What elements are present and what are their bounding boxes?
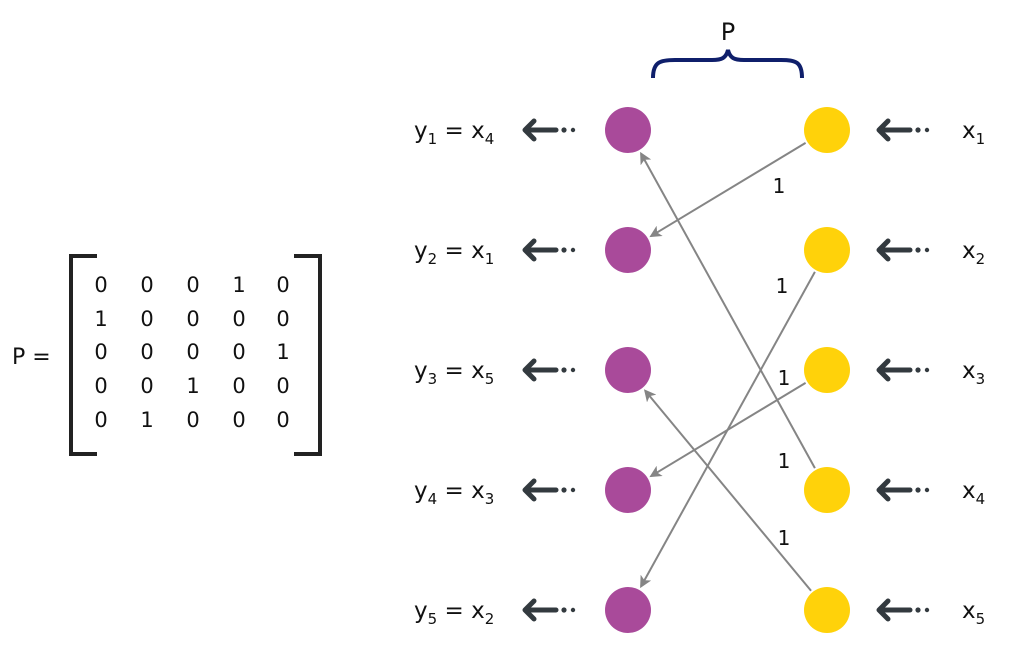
input-node: [804, 587, 850, 633]
matrix-cell: 0: [186, 273, 199, 297]
permutation-matrix: P = 0 0 0 1 0 1 0 0 0 0 0 0 0 0 1 0 0 1 0 0 0 1 0 0 0: [12, 254, 322, 456]
right-bracket: [294, 254, 322, 456]
arrow-left-icon: [876, 598, 930, 622]
left-bracket: [69, 254, 97, 456]
matrix-cell: 0: [232, 307, 245, 331]
matrix-cell: 1: [94, 307, 107, 331]
matrix-cell: 0: [276, 374, 289, 398]
output-label: y1 = x4: [414, 118, 494, 148]
label-layer: y1 = x4 x1 y2 = x1 x2 y3 = x5 x3 y4 = x3 x4 y5 =…: [414, 118, 985, 628]
edge-arrow: [649, 142, 807, 238]
arrow-left-icon: [876, 238, 930, 262]
matrix-cell: 0: [140, 307, 153, 331]
matrix-cell: 0: [232, 408, 245, 432]
input-node: [804, 347, 850, 393]
matrix-cell: 0: [276, 273, 289, 297]
brace-label: P: [721, 18, 735, 46]
edge-weight: 1: [773, 174, 786, 198]
input-label: x3: [962, 358, 985, 388]
arrow-left-icon: [876, 118, 930, 142]
matrix-cell: 0: [186, 340, 199, 364]
arrow-left-icon: [876, 478, 930, 502]
edge-weight: 1: [778, 366, 791, 390]
output-label: y3 = x5: [414, 358, 494, 388]
input-label: x5: [962, 598, 985, 628]
curly-brace: [651, 49, 804, 79]
output-node: [605, 347, 651, 393]
output-label: y4 = x3: [414, 478, 494, 508]
input-label: x2: [962, 238, 985, 268]
input-label: x4: [962, 478, 985, 508]
arrow-left-icon: [876, 358, 930, 382]
matrix-cell: 0: [140, 374, 153, 398]
matrix-cell: 0: [94, 273, 107, 297]
matrix-cell: 0: [186, 408, 199, 432]
matrix-cell: 0: [94, 374, 107, 398]
input-label: x1: [962, 118, 985, 148]
brace-group: P: [651, 18, 804, 79]
matrix-cell: 1: [186, 374, 199, 398]
input-node: [804, 467, 850, 513]
input-node: [804, 227, 850, 273]
output-label: y5 = x2: [414, 598, 494, 628]
output-node: [605, 587, 651, 633]
arrow-left-icon: [522, 238, 576, 262]
output-node: [605, 467, 651, 513]
matrix-cell: 0: [276, 307, 289, 331]
matrix-cell: 1: [276, 340, 289, 364]
matrix-cell: 0: [232, 340, 245, 364]
arrow-left-icon: [522, 478, 576, 502]
output-label: y2 = x1: [414, 238, 494, 268]
matrix-cell: 1: [232, 273, 245, 297]
arrow-left-icon: [522, 598, 576, 622]
edge-weight: 1: [778, 526, 791, 550]
matrix-cell: 0: [186, 307, 199, 331]
matrix-cell: 1: [140, 408, 153, 432]
matrix-cell: 0: [232, 374, 245, 398]
matrix-cell: 0: [140, 340, 153, 364]
output-node: [605, 227, 651, 273]
matrix-cell: 0: [276, 408, 289, 432]
arrow-left-icon: [522, 118, 576, 142]
matrix-label: P =: [12, 345, 51, 370]
edge-weight: 1: [778, 449, 791, 473]
edge-weight: 1: [776, 274, 789, 298]
matrix-cell: 0: [94, 408, 107, 432]
edge-arrow: [640, 151, 816, 469]
edge-arrow: [643, 389, 812, 592]
arrow-left-icon: [522, 358, 576, 382]
edge-layer: 1 1 1 1 1: [640, 142, 816, 592]
matrix-cell: 0: [94, 340, 107, 364]
input-node: [804, 107, 850, 153]
edge-arrow: [649, 382, 807, 478]
node-layer: [605, 107, 850, 633]
output-node: [605, 107, 651, 153]
matrix-cell: 0: [140, 273, 153, 297]
